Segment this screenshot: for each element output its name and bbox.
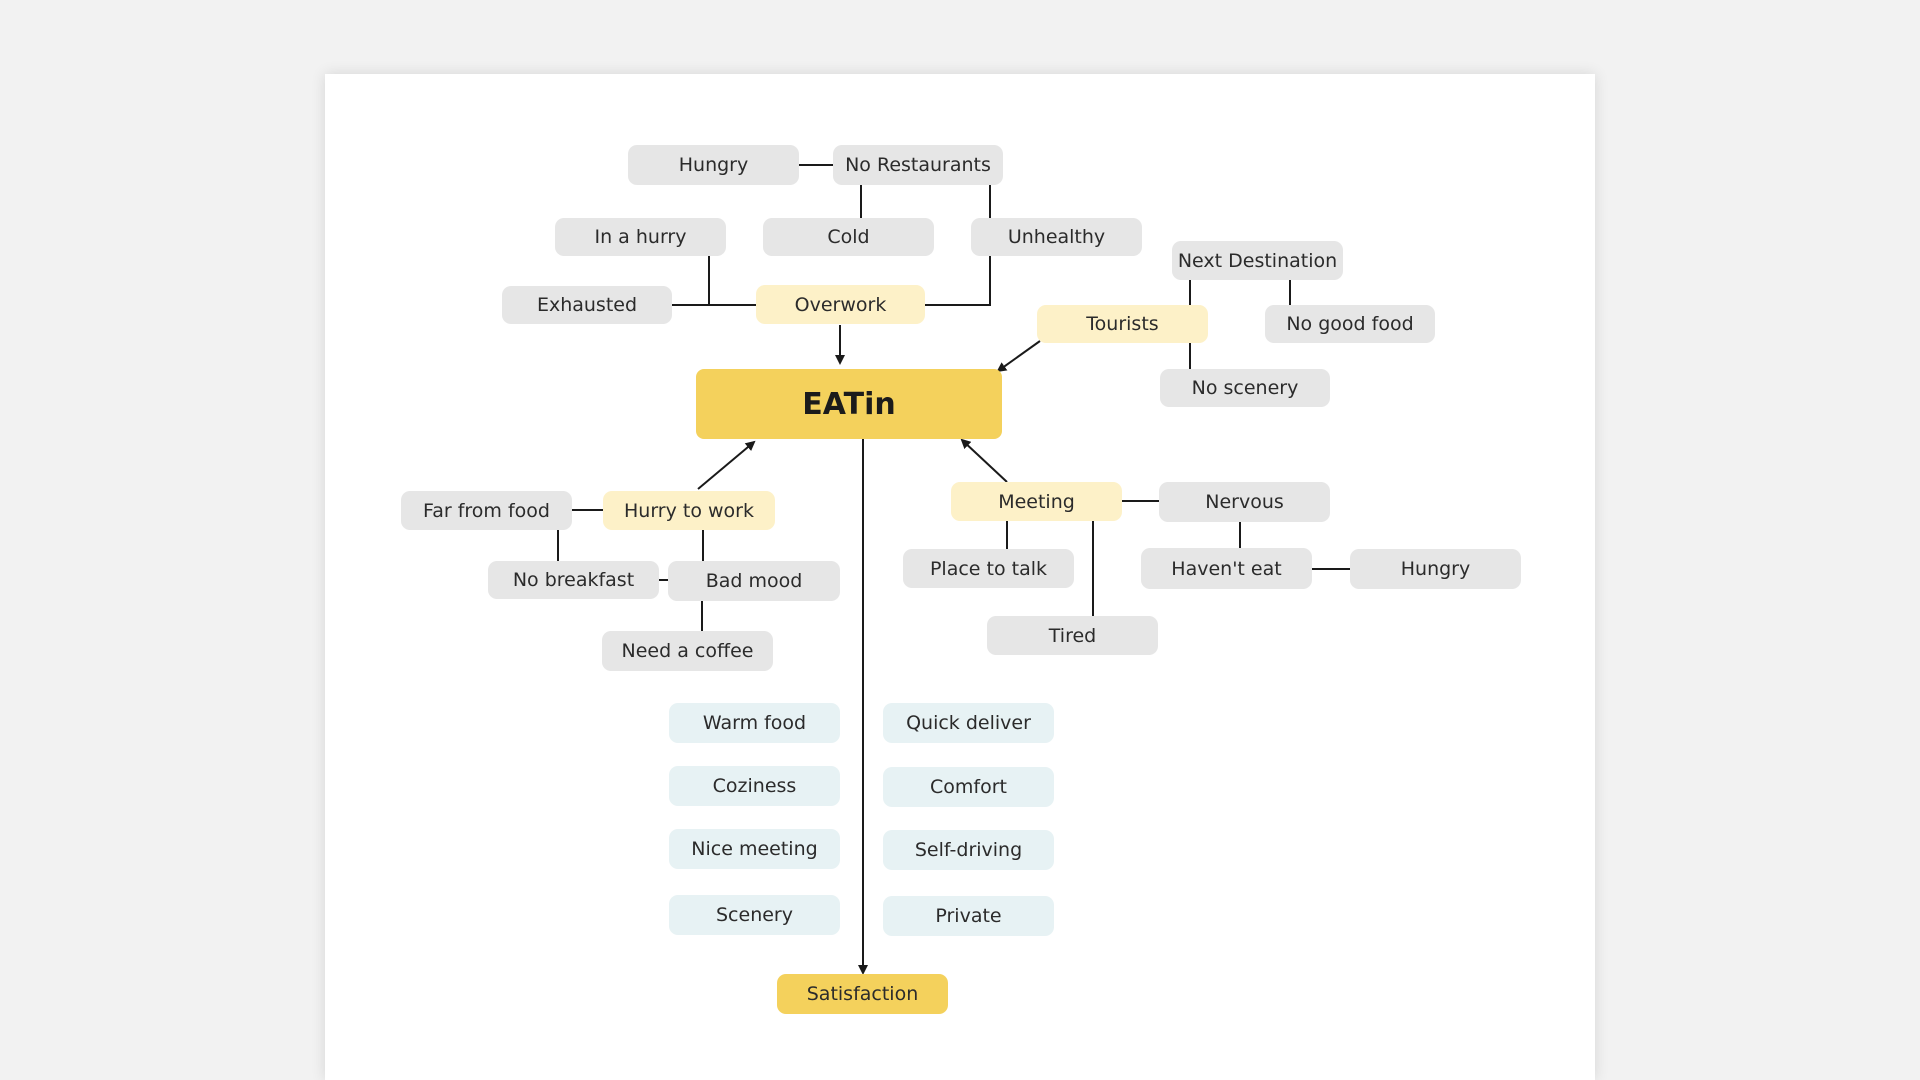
node-tired[interactable]: Tired [987,616,1158,655]
arrow-meeting-eatin [960,438,1008,483]
node-hurry-to-work[interactable]: Hurry to work [603,491,775,530]
node-cold[interactable]: Cold [763,218,934,256]
node-hungry-right[interactable]: Hungry [1350,549,1521,589]
benefit-private[interactable]: Private [883,896,1054,936]
benefit-comfort[interactable]: Comfort [883,767,1054,807]
node-meeting[interactable]: Meeting [951,482,1122,521]
node-need-a-coffee[interactable]: Need a coffee [602,631,773,671]
benefit-nice-meeting[interactable]: Nice meeting [669,829,840,869]
benefit-scenery[interactable]: Scenery [669,895,840,935]
node-overwork[interactable]: Overwork [756,285,925,324]
node-no-good-food[interactable]: No good food [1265,305,1435,343]
node-bad-mood[interactable]: Bad mood [668,561,840,601]
benefit-self-driving[interactable]: Self-driving [883,830,1054,870]
node-exhausted[interactable]: Exhausted [502,286,672,324]
node-place-to-talk[interactable]: Place to talk [903,549,1074,588]
node-no-restaurants[interactable]: No Restaurants [833,145,1003,185]
node-in-a-hurry[interactable]: In a hurry [555,218,726,256]
arrow-tourists-eatin [996,340,1041,373]
node-satisfaction[interactable]: Satisfaction [777,974,948,1014]
node-eatin[interactable]: EATin [696,369,1002,439]
link-inahurry-overwork [708,256,756,306]
node-hungry[interactable]: Hungry [628,145,799,185]
node-no-scenery[interactable]: No scenery [1160,369,1330,407]
node-next-destination[interactable]: Next Destination [1172,241,1343,280]
node-far-from-food[interactable]: Far from food [401,491,572,530]
node-unhealthy[interactable]: Unhealthy [971,218,1142,256]
node-havent-eat[interactable]: Haven't eat [1141,548,1312,589]
benefit-quick-deliver[interactable]: Quick deliver [883,703,1054,743]
node-no-breakfast[interactable]: No breakfast [488,561,659,599]
arrow-hurrytowork-eatin [697,440,756,490]
benefit-warm-food[interactable]: Warm food [669,703,840,743]
benefit-coziness[interactable]: Coziness [669,766,840,806]
node-nervous[interactable]: Nervous [1159,482,1330,522]
node-tourists[interactable]: Tourists [1037,305,1208,343]
